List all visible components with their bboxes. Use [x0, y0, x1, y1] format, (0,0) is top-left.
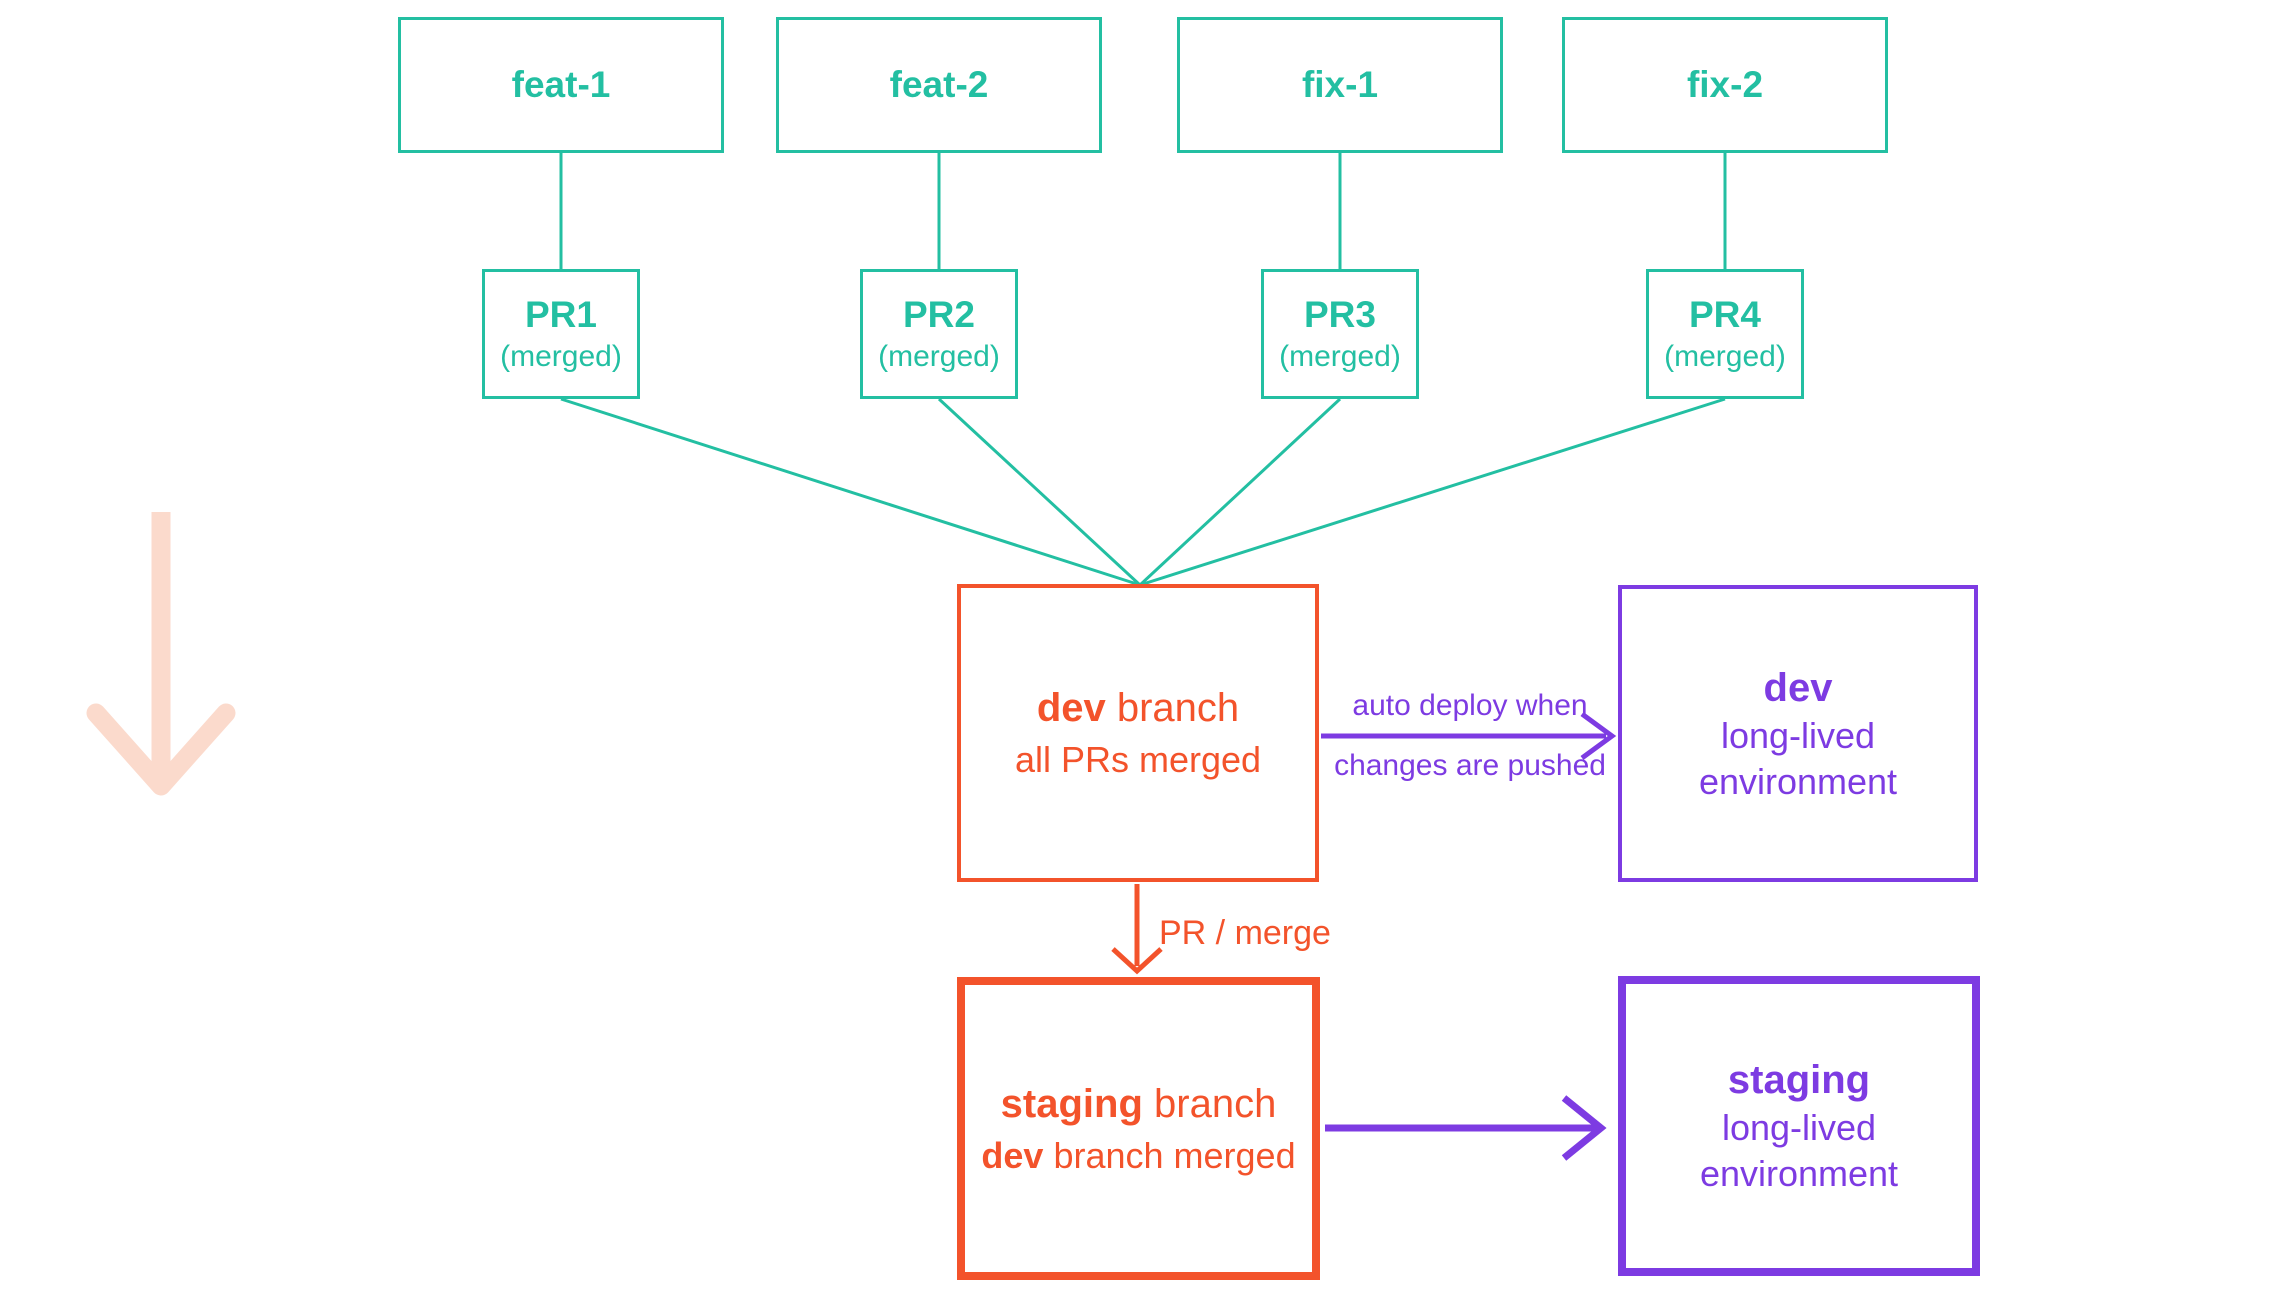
staging-branch-subtitle: dev branch merged: [981, 1134, 1296, 1176]
pr-merge-label: PR / merge: [1159, 914, 1331, 952]
pr-name: PR2: [903, 294, 975, 335]
pr-name: PR4: [1689, 294, 1761, 335]
pr-box-4: PR4 (merged): [1646, 269, 1804, 399]
workflow-direction-arrow: [86, 512, 236, 796]
dev-environment-box: dev long-lived environment: [1618, 585, 1978, 882]
pr-name: PR3: [1304, 294, 1376, 335]
staging-deploy-arrow: [1325, 1095, 1607, 1161]
dev-branch-title: dev branch: [1036, 686, 1240, 730]
branch-box-feat-1: feat-1: [398, 17, 724, 153]
env-line: environment: [1699, 1153, 1899, 1194]
pr-status: (merged): [878, 340, 1000, 373]
branch-label: fix-2: [1686, 64, 1764, 105]
env-line: long-lived: [1720, 714, 1876, 756]
env-line: long-lived: [1721, 1107, 1877, 1148]
branch-box-feat-2: feat-2: [776, 17, 1102, 153]
branch-label: fix-1: [1301, 64, 1379, 105]
branch-box-fix-2: fix-2: [1562, 17, 1888, 153]
pr-box-1: PR1 (merged): [482, 269, 640, 399]
pr-name: PR1: [525, 294, 597, 335]
branch-box-fix-1: fix-1: [1177, 17, 1503, 153]
pr-status: (merged): [1279, 340, 1401, 373]
staging-environment-box: staging long-lived environment: [1618, 976, 1980, 1276]
staging-branch-title: staging branch: [1000, 1081, 1277, 1126]
pr-box-2: PR2 (merged): [860, 269, 1018, 399]
env-title: staging: [1727, 1058, 1871, 1102]
pr-to-dev-connectors: [560, 397, 1726, 587]
auto-deploy-label-line2: changes are pushed: [1334, 749, 1606, 782]
env-line: environment: [1698, 760, 1898, 802]
branch-label: feat-2: [889, 64, 989, 105]
env-title: dev: [1763, 665, 1833, 710]
auto-deploy-label-line1: auto deploy when: [1352, 689, 1588, 722]
pr-box-3: PR3 (merged): [1261, 269, 1419, 399]
dev-branch-box: dev branch all PRs merged: [957, 584, 1319, 882]
auto-deploy-arrow: [1321, 711, 1617, 761]
pr-status: (merged): [1664, 340, 1786, 373]
dev-branch-subtitle: all PRs merged: [1014, 739, 1262, 780]
branch-label: feat-1: [511, 64, 611, 105]
staging-branch-box: staging branch dev branch merged: [957, 977, 1320, 1280]
pr-merge-arrow: [1111, 884, 1163, 975]
branch-to-pr-connectors: [559, 153, 1727, 269]
pr-status: (merged): [500, 340, 622, 373]
